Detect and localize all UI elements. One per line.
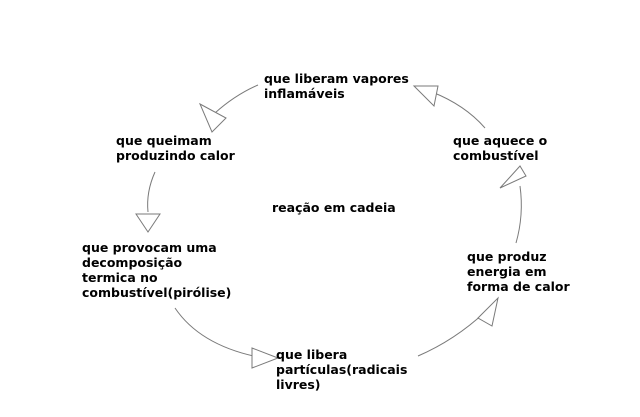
node-line: livres) — [276, 377, 321, 392]
node-line: que liberam vapores — [264, 71, 409, 86]
arrowhead-particulas-to-produz — [477, 296, 499, 327]
center-title: reação em cadeia — [272, 200, 396, 215]
node-line: que aquece o — [453, 133, 548, 148]
node-line: que produz — [467, 249, 547, 264]
connector-aquece-to-vapores — [431, 91, 486, 129]
node-line: energia em — [467, 264, 547, 279]
node-line: forma de calor — [467, 279, 570, 294]
node-line: combustível(pirólise) — [82, 285, 232, 300]
node-line: que libera — [276, 347, 348, 362]
node-line: que queimam — [116, 133, 212, 148]
node-line: partículas(radicais — [276, 362, 408, 377]
node-line: que provocam uma — [82, 240, 217, 255]
node-aquece-combustivel: que aquece o combustível — [453, 133, 547, 163]
arrowhead-decomp-to-particulas — [251, 347, 280, 369]
connector-queimam-to-decomp — [147, 171, 156, 213]
connector-vapores-to-queimam — [214, 84, 259, 114]
arrowhead-produz-to-aquece — [499, 165, 527, 189]
node-liberam-vapores: que liberam vapores inflamáveis — [264, 71, 409, 101]
node-decomposicao-termica: que provocam uma decomposição termica no… — [82, 240, 231, 300]
connector-decomp-to-particulas — [174, 307, 259, 358]
node-line: termica no — [82, 270, 158, 285]
node-queimam-calor: que queimam produzindo calor — [116, 133, 235, 163]
arrowhead-vapores-to-queimam — [198, 102, 227, 133]
node-line: decomposição — [82, 255, 183, 270]
arrowhead-queimam-to-decomp — [135, 213, 161, 233]
node-line: produzindo calor — [116, 148, 235, 163]
connector-particulas-to-produz — [417, 311, 486, 357]
node-line: inflamáveis — [264, 86, 345, 101]
node-libera-particulas: que libera partículas(radicais livres) — [276, 347, 407, 392]
arrowhead-aquece-to-vapores — [412, 85, 439, 108]
node-produz-energia: que produz energia em forma de calor — [467, 249, 570, 294]
node-line: combustível — [453, 148, 539, 163]
connector-produz-to-aquece — [515, 185, 522, 244]
